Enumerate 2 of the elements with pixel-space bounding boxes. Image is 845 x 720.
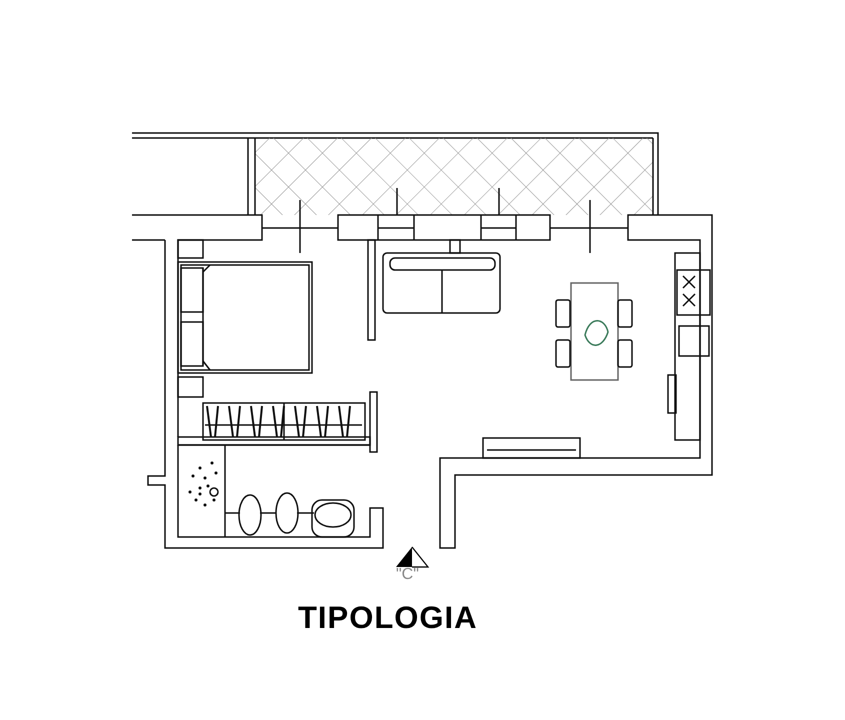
section-label: "C" [396,566,419,584]
plan-caption: TIPOLOGIA [298,600,478,636]
